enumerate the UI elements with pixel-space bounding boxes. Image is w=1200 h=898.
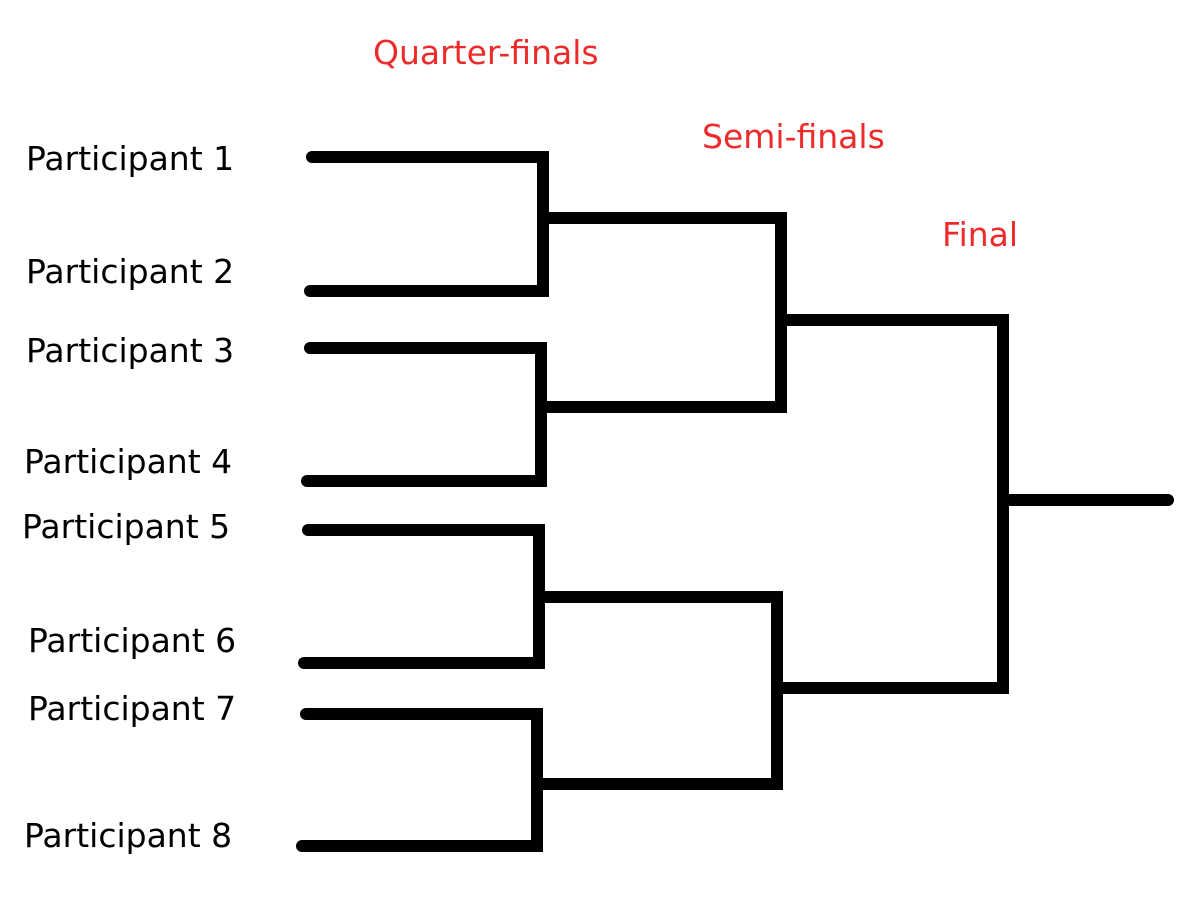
qf-match-2-connector [301, 342, 547, 487]
participant-label-1: Participant 1 [26, 139, 235, 178]
participant-label-3: Participant 3 [26, 331, 235, 370]
qf-match-4-connector [296, 708, 543, 852]
participant-label-6: Participant 6 [28, 621, 237, 660]
participant-label-8: Participant 8 [24, 816, 233, 855]
round-label-quarter-finals: Quarter-finals [373, 33, 599, 72]
qf-match-3-connector [298, 524, 545, 669]
sf-match-2-connector [531, 591, 783, 790]
final-match-connector [771, 314, 1009, 694]
qf-match-1-connector [304, 151, 549, 297]
participant-label-7: Participant 7 [28, 689, 237, 728]
sf-match-1-connector [535, 212, 787, 413]
round-label-final: Final [942, 215, 1019, 254]
participant-label-5: Participant 5 [22, 507, 231, 546]
participant-label-4: Participant 4 [24, 442, 233, 481]
round-label-semi-finals: Semi-finals [702, 117, 885, 156]
participant-label-2: Participant 2 [26, 252, 235, 291]
